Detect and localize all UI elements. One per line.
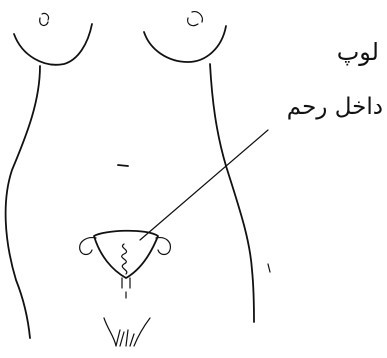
navel: [118, 165, 128, 166]
torso-left-outline: [6, 66, 40, 338]
pointer-line: [140, 130, 268, 240]
right-breast-outline: [144, 26, 226, 62]
left-nipple: [40, 13, 49, 25]
torso-right-outline: [210, 64, 254, 322]
right-nipple: [188, 12, 203, 26]
pubic-hair: [104, 318, 150, 346]
label-loop: لوپ: [337, 40, 379, 64]
left-fallopian-tube: [80, 238, 96, 255]
cervix: [122, 278, 130, 298]
right-fallopian-tube: [156, 238, 170, 255]
label-inside-uterus: داخل رحم: [287, 96, 383, 119]
iud-loop: [122, 244, 127, 274]
left-breast-outline: [14, 24, 92, 65]
right-side-mark: [268, 264, 270, 272]
